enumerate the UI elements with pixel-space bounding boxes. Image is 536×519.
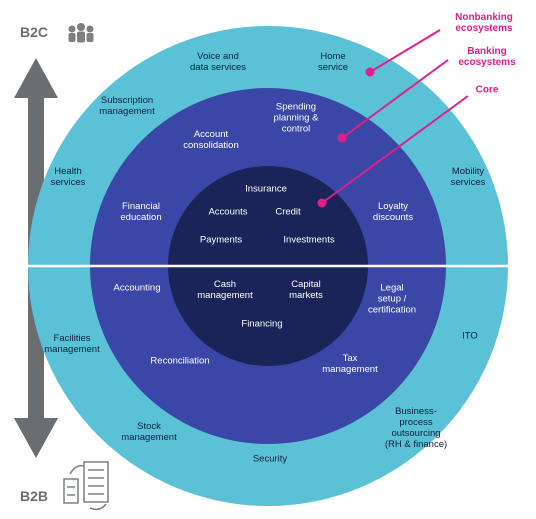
label-loyalty: Loyalty discounts (372, 201, 414, 223)
b2c-label: B2C (20, 24, 49, 40)
label-credit: Credit (275, 206, 301, 218)
label-financing: Financing (241, 318, 283, 330)
label-payments: Payments (199, 234, 243, 246)
callout-core: Core (475, 84, 499, 96)
label-insurance: Insurance (245, 183, 287, 195)
b2b-label: B2B (20, 488, 49, 504)
label-accounts: Accounts (208, 206, 248, 218)
label-reconciliation: Reconciliation (150, 355, 210, 367)
label-legal: Legal setup / certification (367, 282, 417, 316)
label-investments: Investments (283, 234, 335, 246)
buildings-icon (63, 461, 109, 511)
label-financial-education: Financial education (120, 201, 162, 223)
label-facilities: Facilities management (44, 333, 100, 355)
label-account-consolidation: Account consolidation (183, 129, 239, 151)
people-icon (68, 23, 94, 43)
callout-banking: Banking ecosystems (458, 46, 516, 68)
callout-lines (317, 29, 469, 208)
label-tax: Tax management (322, 353, 378, 375)
label-ito: ITO (462, 330, 478, 342)
label-capital: Capital markets (289, 279, 323, 301)
label-home-service: Home service (317, 51, 349, 73)
label-voice-data: Voice and data services (190, 51, 246, 73)
label-accounting: Accounting (113, 282, 161, 294)
label-spending: Spending planning & control (273, 101, 319, 135)
label-subscription: Subscription management (99, 95, 155, 117)
label-bpo: Business- process outsourcing (RH & fina… (384, 406, 448, 450)
label-stock: Stock management (121, 421, 177, 443)
label-mobility: Mobility services (450, 166, 486, 188)
label-health: Health services (50, 166, 86, 188)
label-cash: Cash management (197, 279, 253, 301)
label-security: Security (252, 453, 288, 465)
callout-nonbanking: Nonbanking ecosystems (455, 12, 513, 34)
